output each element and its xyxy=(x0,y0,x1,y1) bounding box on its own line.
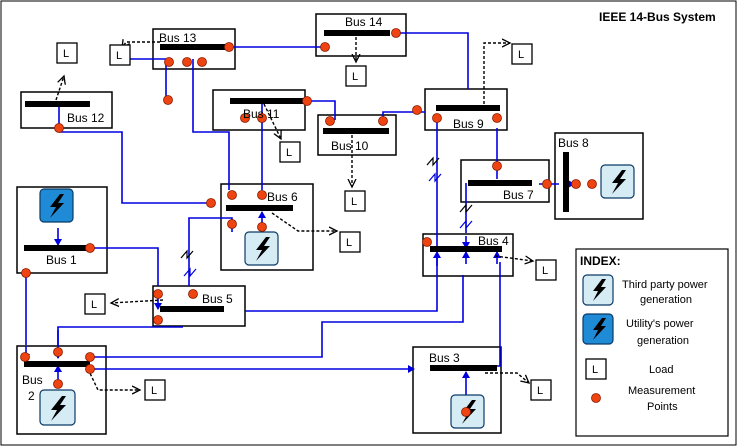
load-box-icon: L xyxy=(339,231,361,253)
bus-bars xyxy=(24,30,569,371)
load-box-icon: L xyxy=(279,141,301,163)
legend-utility-line2: generation xyxy=(637,335,689,347)
bus13-label: Bus 13 xyxy=(159,31,197,45)
svg-text:L: L xyxy=(542,265,548,277)
bus2-label-line1: Bus xyxy=(22,373,43,387)
lightning-icon xyxy=(612,170,626,194)
legend-utility-line1: Utility's power xyxy=(626,318,694,330)
bus4-label: Bus 4 xyxy=(478,234,509,248)
third-party-generator-bus6 xyxy=(244,231,279,266)
bus1-label: Bus 1 xyxy=(46,253,77,267)
svg-text:L: L xyxy=(592,364,598,376)
transformer-icon xyxy=(180,249,197,278)
lightning-icon xyxy=(256,237,270,261)
utility-generator-bus1 xyxy=(39,188,74,223)
diagram-title: IEEE 14-Bus System xyxy=(599,10,716,24)
measurement-points xyxy=(20,28,597,417)
bus2-label-line2: 2 xyxy=(28,389,35,403)
line-5-4 xyxy=(245,253,438,312)
load-box-icon: L xyxy=(345,65,367,87)
line-1-5 xyxy=(90,247,159,286)
load-box-icon: L xyxy=(530,379,552,401)
bus8-label: Bus 8 xyxy=(558,136,589,150)
bus7-label: Bus 7 xyxy=(503,188,534,202)
load-lines xyxy=(55,37,533,390)
transformer-icon xyxy=(426,156,442,183)
lightning-icon xyxy=(50,194,64,218)
svg-text:L: L xyxy=(286,147,292,159)
load-box-icon: L xyxy=(344,190,366,212)
load-box-icon: L xyxy=(511,43,533,65)
svg-text:L: L xyxy=(91,299,97,311)
svg-text:L: L xyxy=(151,385,157,397)
bus11-label: Bus 11 xyxy=(243,107,280,121)
svg-text:L: L xyxy=(116,50,122,62)
third-party-generator-bus2 xyxy=(39,389,76,426)
load-box-icon: L xyxy=(144,379,166,401)
bus3-label: Bus 3 xyxy=(429,351,460,365)
load-box-icon: L xyxy=(84,293,106,315)
line-13-6 xyxy=(192,59,230,190)
line-12-6 xyxy=(59,131,211,204)
bus5-label: Bus 5 xyxy=(202,292,233,306)
legend-measurement-line2: Points xyxy=(647,401,678,413)
bus14-label: Bus 14 xyxy=(345,15,383,29)
legend-load-text: Load xyxy=(649,364,673,376)
bus11-box xyxy=(212,89,306,131)
bus12-label: Bus 12 xyxy=(67,111,105,125)
line-14-9 xyxy=(396,32,469,89)
legend-measurement-swatch xyxy=(591,393,601,403)
lightning-icon xyxy=(593,318,606,340)
bus10-label: Bus 10 xyxy=(331,139,369,153)
svg-text:L: L xyxy=(352,71,358,83)
load-box-icon: L xyxy=(109,44,131,66)
third-party-generator-bus8 xyxy=(600,164,635,199)
line-2-4 xyxy=(90,275,464,358)
svg-text:L: L xyxy=(63,48,69,60)
load-box-icon: L xyxy=(535,259,557,281)
bus9-label: Bus 9 xyxy=(453,117,484,131)
legend-third-party-line2: generation xyxy=(640,294,692,306)
bus6-box xyxy=(220,183,314,271)
lightning-icon xyxy=(593,279,606,301)
index-legend: INDEX: Third party power generation Util… xyxy=(575,248,729,437)
line-11-10 xyxy=(307,100,336,120)
legend-third-party-line1: Third party power xyxy=(622,279,708,291)
index-heading: INDEX: xyxy=(580,254,621,268)
load-box-icon: L xyxy=(56,42,78,64)
bus6-label: Bus 6 xyxy=(267,190,298,204)
svg-text:L: L xyxy=(518,49,524,61)
legend-load-swatch xyxy=(585,358,607,380)
load-boxes: L L L L L L L L xyxy=(56,42,557,401)
bus-labels: Bus 1 Bus 2 Bus 3 Bus 4 Bus 5 Bus 6 Bus … xyxy=(22,15,589,403)
legend-measurement-line1: Measurement xyxy=(628,385,695,397)
svg-text:L: L xyxy=(351,196,357,208)
lightning-icon xyxy=(51,396,66,421)
transformer-icon xyxy=(459,203,473,230)
bus12-box xyxy=(20,91,113,129)
svg-text:L: L xyxy=(346,237,352,249)
svg-text:L: L xyxy=(537,385,543,397)
